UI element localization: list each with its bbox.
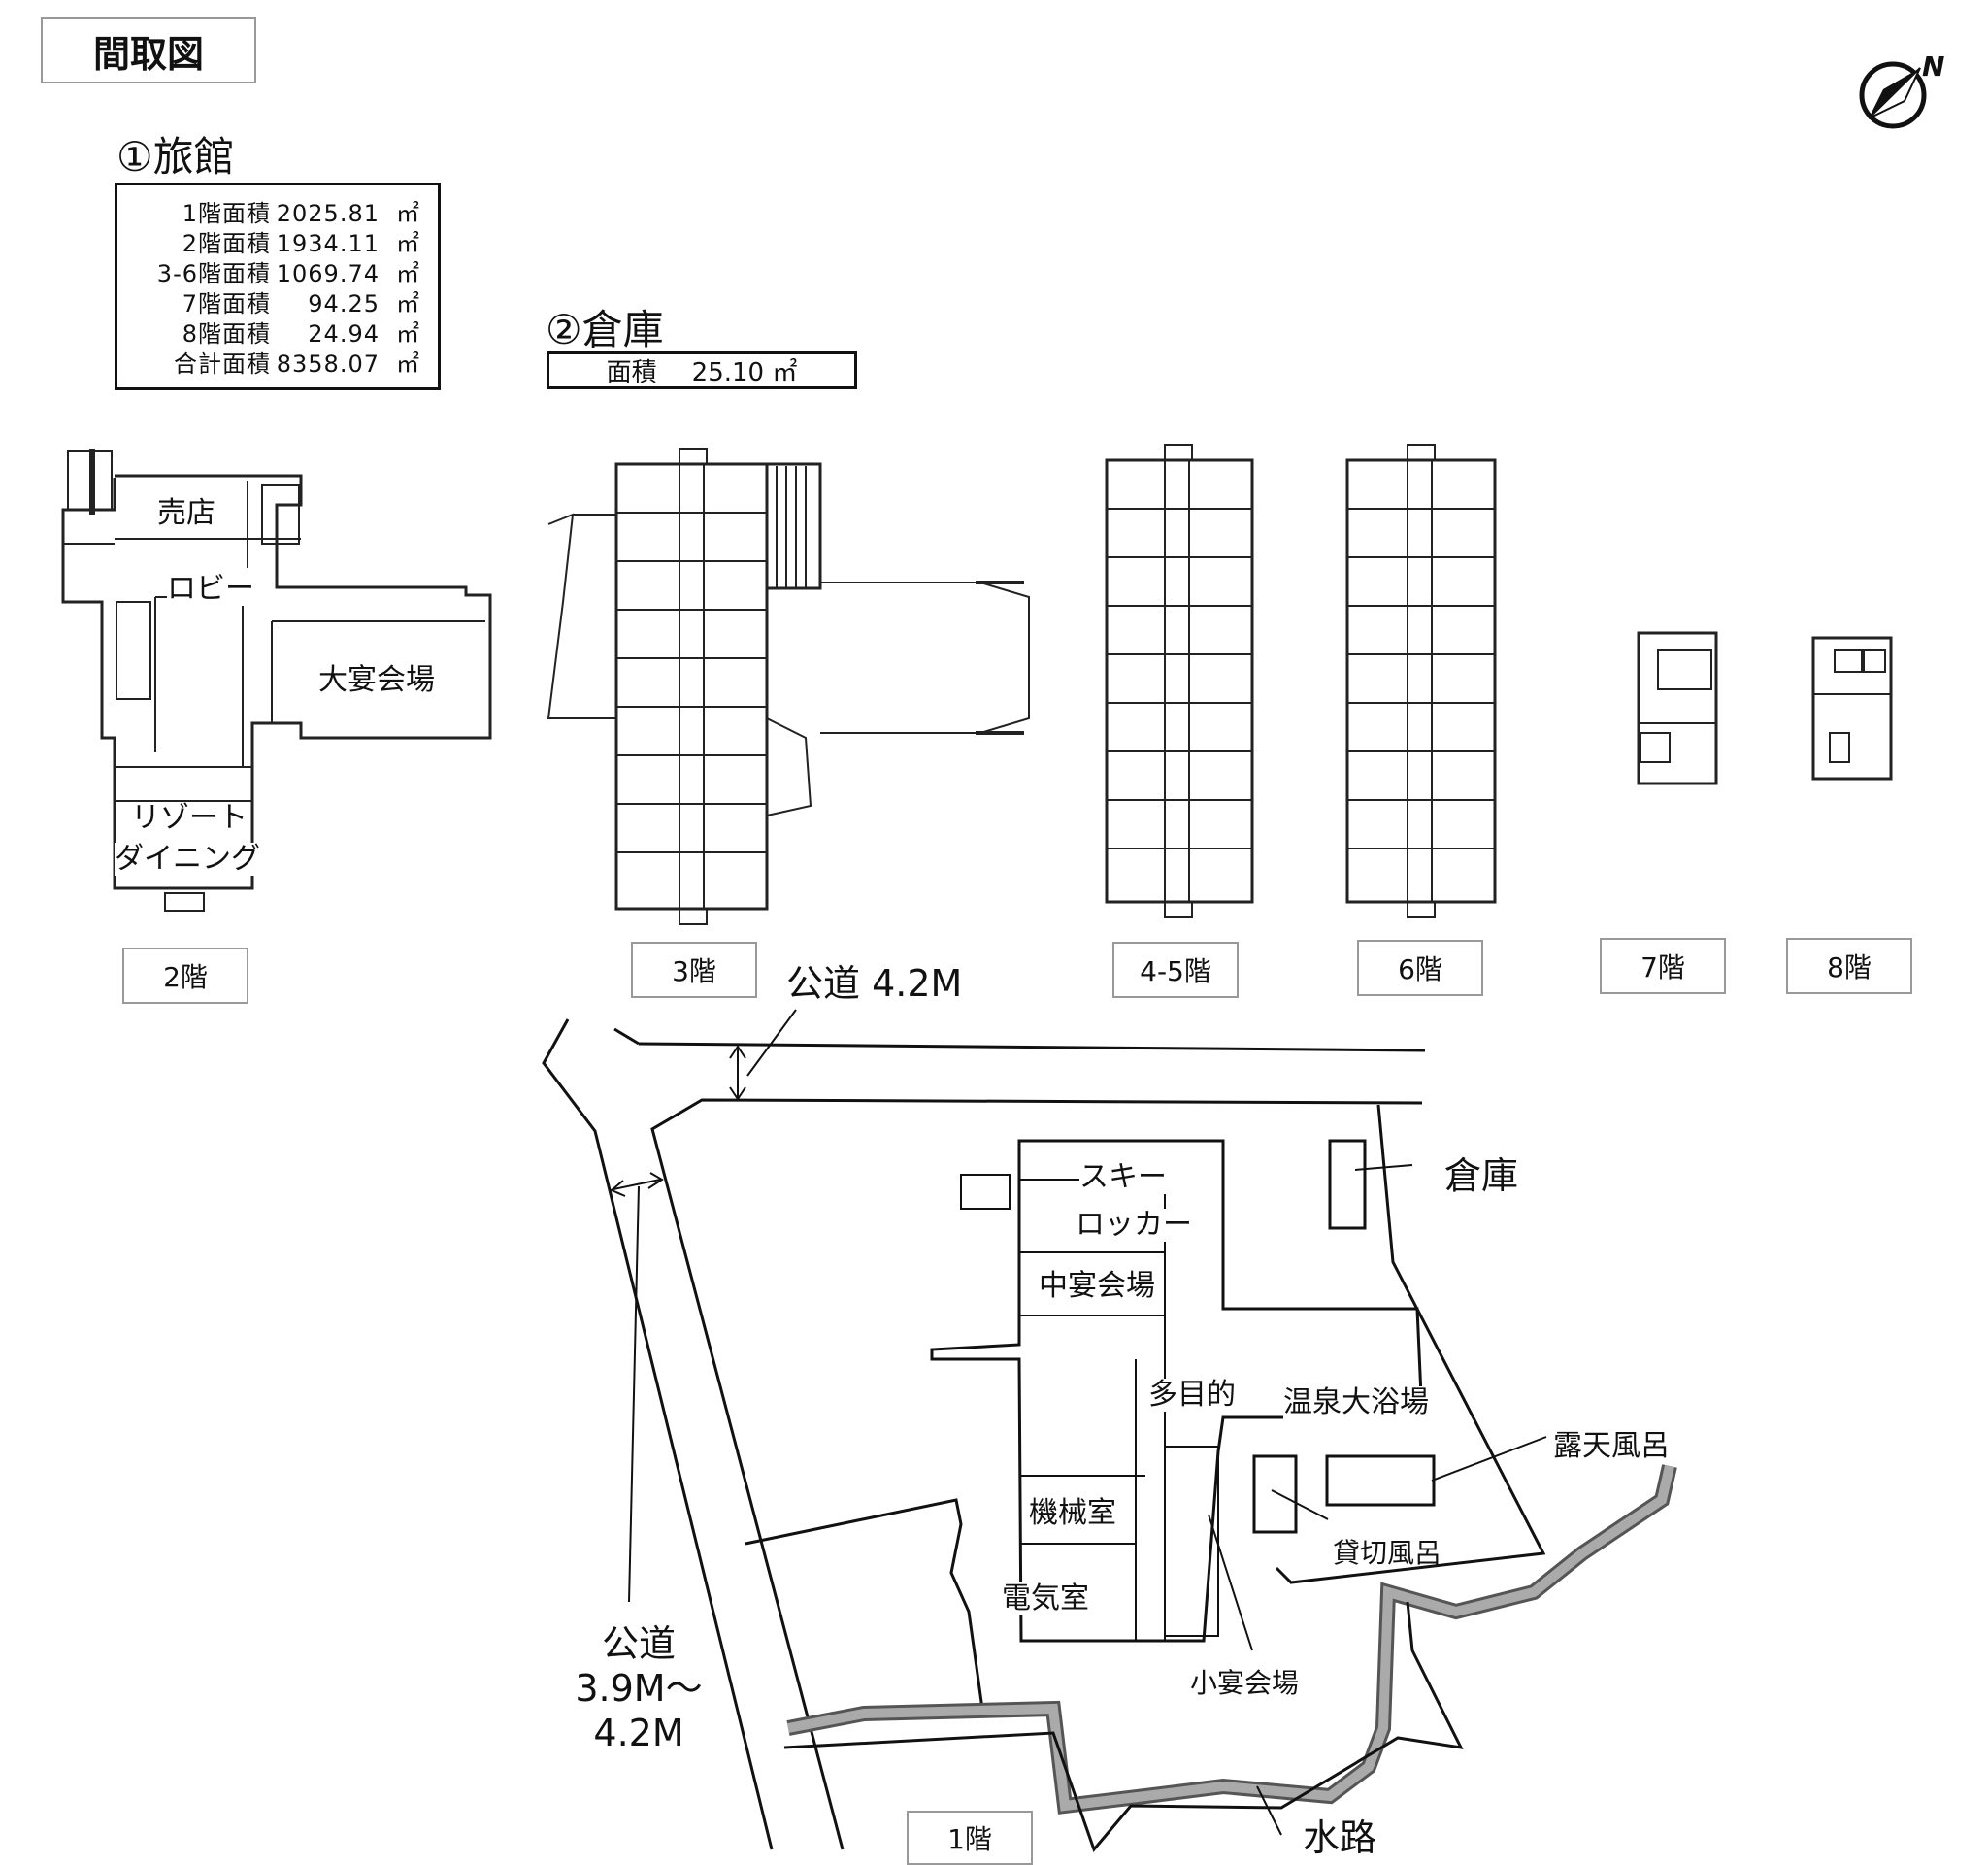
room-warehouse: 倉庫 bbox=[1444, 1154, 1519, 1197]
floorplan-2f bbox=[61, 449, 492, 912]
west-road-label-3: 4.2M bbox=[593, 1712, 684, 1754]
room-lobby: ロビー bbox=[167, 572, 254, 606]
floorplan-6f bbox=[1345, 444, 1497, 918]
room-private-bath: 貸切風呂 bbox=[1333, 1537, 1442, 1569]
compass-north-label: N bbox=[1922, 50, 1945, 83]
room-shop: 売店 bbox=[157, 496, 215, 530]
room-banquet-hall: 大宴会場 bbox=[318, 663, 435, 697]
floor-label-2f: 2階 bbox=[122, 948, 248, 1004]
room-multipurpose: 多目的 bbox=[1148, 1378, 1236, 1412]
north-road-label: 公道 4.2M bbox=[786, 962, 963, 1005]
west-road-label-1: 公道 bbox=[601, 1622, 676, 1665]
floorplan-4-5f bbox=[1105, 444, 1254, 918]
room-electric-room: 電気室 bbox=[1002, 1582, 1089, 1615]
floor-label-4-5f: 4-5階 bbox=[1112, 942, 1239, 998]
room-ski-locker-2: ロッカー bbox=[1076, 1208, 1192, 1242]
west-road-label: 公道 3.9M〜 4.2M bbox=[561, 1621, 716, 1755]
room-medium-banquet: 中宴会場 bbox=[1039, 1269, 1155, 1303]
floor-label-1f: 1階 bbox=[907, 1811, 1033, 1865]
warehouse-area-value: 25.10 ㎡ bbox=[691, 358, 798, 387]
floor-label-8f: 8階 bbox=[1786, 938, 1912, 994]
compass-icon bbox=[1859, 61, 1927, 129]
floor-label-7f: 7階 bbox=[1600, 938, 1726, 994]
page-title: 間取図 bbox=[41, 17, 256, 83]
waterway-label: 水路 bbox=[1303, 1816, 1377, 1859]
room-outdoor-bath: 露天風呂 bbox=[1553, 1429, 1670, 1463]
floor-label-3f: 3階 bbox=[631, 942, 757, 998]
room-machine-room: 機械室 bbox=[1029, 1496, 1116, 1530]
floorplan-7f bbox=[1637, 631, 1718, 785]
west-road-label-2: 3.9M〜 bbox=[575, 1667, 703, 1710]
room-hot-spring-bath: 温泉大浴場 bbox=[1283, 1385, 1429, 1419]
warehouse-area: 面積 25.10 ㎡ bbox=[547, 351, 857, 389]
warehouse-heading: ②倉庫 bbox=[546, 306, 664, 353]
floor-label-6f: 6階 bbox=[1357, 940, 1483, 996]
room-resort-dining: リゾート bbox=[131, 801, 248, 835]
room-ski-locker: スキー bbox=[1079, 1160, 1167, 1194]
room-small-banquet: 小宴会場 bbox=[1190, 1667, 1300, 1699]
warehouse-area-label: 面積 bbox=[606, 358, 657, 387]
floorplan-8f bbox=[1811, 636, 1893, 781]
room-resort-dining-2: ダイニング bbox=[115, 842, 260, 876]
ryokan-heading: ①旅館 bbox=[116, 133, 235, 181]
floorplan-3f bbox=[547, 448, 1030, 925]
